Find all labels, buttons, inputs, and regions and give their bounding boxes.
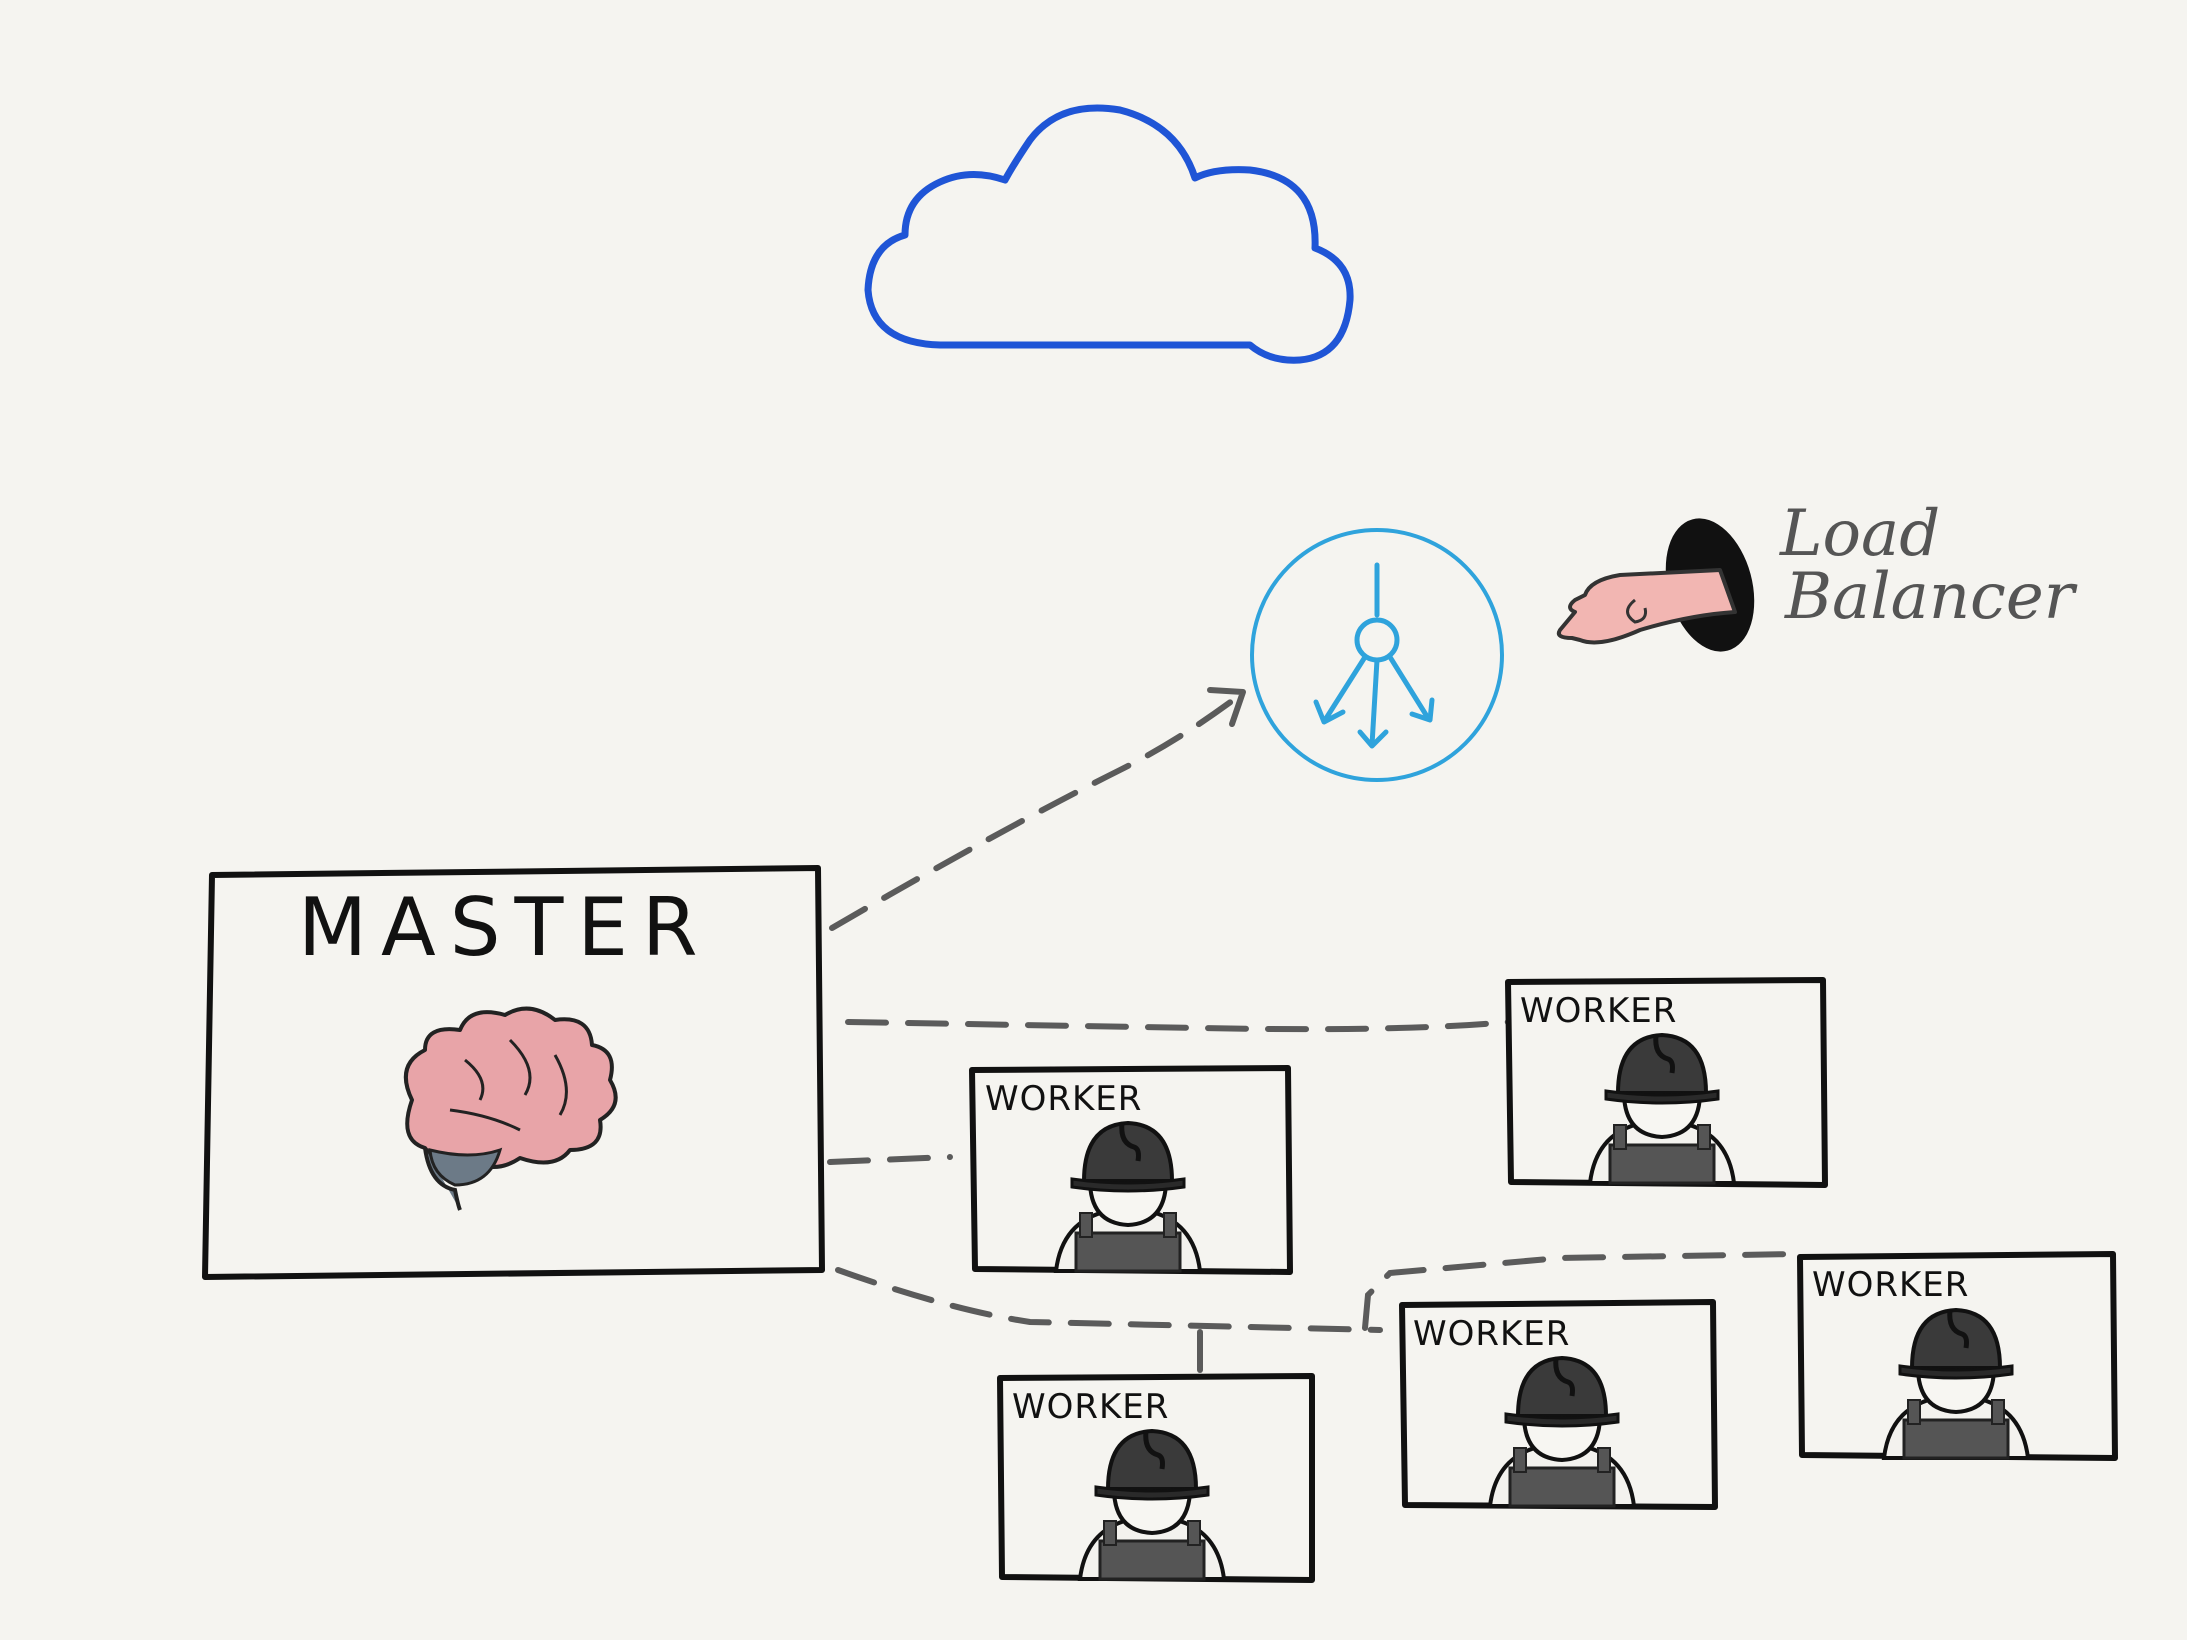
connector-master-to-worker-2 xyxy=(827,1154,953,1165)
worker-label: WORKER xyxy=(1812,1265,1969,1305)
hand-icon xyxy=(1556,518,1755,652)
worker-node: WORKER xyxy=(1797,1251,2118,1461)
connector-master-to-load-balancer xyxy=(829,692,1243,931)
master-node: MASTER xyxy=(202,865,825,1280)
worker-node: WORKER xyxy=(997,1373,1315,1583)
worker-node: WORKER xyxy=(1505,977,1828,1188)
worker-label: WORKER xyxy=(1413,1314,1570,1354)
load-balancer-icon xyxy=(1250,528,1504,782)
connector-bus-to-worker-4 xyxy=(1362,1251,1798,1331)
connector-arrowhead xyxy=(1207,687,1246,727)
worker-label: WORKER xyxy=(985,1079,1142,1119)
worker-label: WORKER xyxy=(1012,1387,1169,1427)
brain-icon xyxy=(403,1006,618,1211)
worker-node: WORKER xyxy=(969,1065,1293,1275)
worker-node: WORKER xyxy=(1399,1299,1718,1510)
connector-master-to-bus xyxy=(835,1267,1383,1333)
master-label: MASTER xyxy=(298,881,712,974)
cloud-icon xyxy=(864,104,1354,364)
connector-master-to-worker-1 xyxy=(845,1019,1511,1033)
load-balancer-label-line1: Load xyxy=(1779,497,1940,571)
worker-label: WORKER xyxy=(1520,991,1677,1031)
load-balancer-label-line2: Balancer xyxy=(1784,560,2078,634)
